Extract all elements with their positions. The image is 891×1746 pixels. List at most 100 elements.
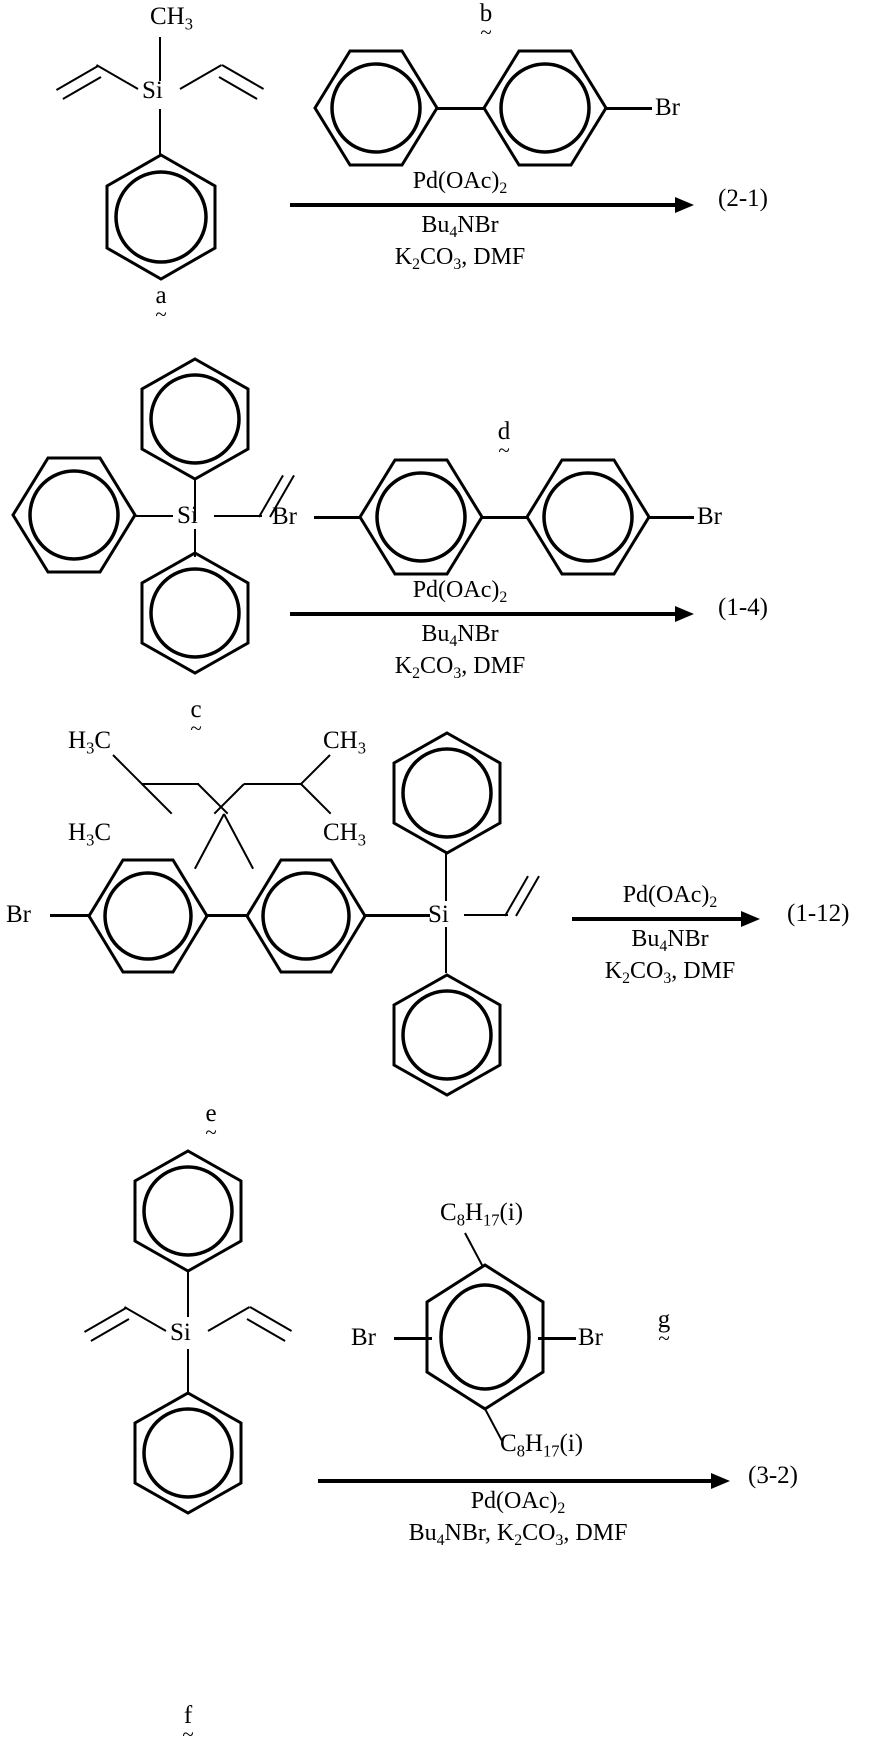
label-tilde: ~	[155, 302, 167, 326]
bond-vinyl-left-double-b	[90, 1318, 130, 1342]
bond-si-phenyl-top	[445, 853, 447, 901]
bond-isobutyl-left-b	[142, 783, 199, 785]
bond-si-vinyl	[464, 914, 508, 916]
benzene-ring	[423, 1262, 547, 1412]
compound-label-d: d ~	[484, 419, 524, 462]
compound-label-a: a ~	[141, 283, 181, 326]
benzene-ring	[10, 455, 138, 575]
bond-biphenyl-link	[436, 107, 484, 110]
label-tilde: ~	[498, 438, 510, 462]
atom-label-si: Si	[428, 901, 449, 928]
benzene-ring	[524, 457, 652, 577]
bond-br-fluorene	[50, 914, 90, 917]
bond-fluorene-biaryl	[205, 914, 249, 917]
bond-br-ring	[314, 516, 360, 519]
bond-biphenyl-link	[481, 516, 527, 519]
bond-ring-br	[648, 516, 694, 519]
bond-vinyl-double-b	[515, 875, 540, 917]
compound-label-f: f ~	[168, 1703, 208, 1746]
atom-label-si: Si	[177, 502, 198, 529]
atom-label-ch3-upper-right: CH3	[323, 727, 366, 758]
label-tilde: ~	[480, 20, 492, 44]
benzene-ring	[312, 48, 440, 168]
label-tilde: ~	[182, 1722, 194, 1746]
atom-label-si: Si	[170, 1319, 191, 1346]
bond-vinyl-left-double-a	[83, 1307, 127, 1333]
bond-si-vinyl-left	[123, 1306, 167, 1332]
scheme-1-12: H3C H3C CH3 CH3	[0, 710, 891, 1150]
bond-vinyl-left-double-a	[55, 65, 99, 91]
conditions-above-arrow: Pd(OAc)2	[412, 577, 508, 607]
conditions-below-arrow-line2: K2CO3, DMF	[394, 653, 526, 683]
equation-number: (1-4)	[718, 594, 768, 621]
conditions-below-arrow-line2: K2CO3, DMF	[394, 244, 526, 274]
bond-si-phenyl	[159, 109, 161, 155]
label-tilde: ~	[205, 1120, 217, 1144]
bond-isobutyl-left-d	[197, 783, 229, 815]
benzene-ring	[101, 152, 221, 282]
scheme-1-4: Si c ~	[0, 320, 891, 739]
atom-label-br: Br	[272, 503, 297, 530]
bond-phenyl-si-bottom	[187, 1349, 189, 1395]
label-tilde: ~	[658, 1326, 670, 1350]
scheme-3-2: Si f ~ C	[0, 1140, 891, 1745]
atom-label-ch3-lower-right: CH3	[323, 819, 366, 850]
atom-label-h3c-upper-left: H3C	[68, 727, 111, 758]
bond-br-ring-right	[538, 1337, 576, 1340]
bond-isobutyl-right-c	[300, 783, 332, 815]
bond-vinyl-left-double-b	[62, 76, 102, 100]
bond-vinyl-right-double-a	[221, 64, 265, 90]
atom-label-br: Br	[655, 94, 680, 121]
benzene-ring	[135, 356, 255, 482]
atom-label-br: Br	[351, 1324, 376, 1351]
bond-si-vinyl-right	[207, 1306, 251, 1332]
bond-vinyl-right-double-b	[246, 1318, 286, 1342]
compound-label-e: e ~	[191, 1101, 231, 1144]
benzene-ring	[481, 48, 609, 168]
bond-si-vinyl	[214, 515, 262, 517]
bond-si-vinyl-left-1	[95, 64, 139, 90]
benzene-ring	[244, 857, 368, 975]
benzene-ring	[135, 550, 255, 676]
atom-label-br: Br	[578, 1324, 603, 1351]
bond-isobutyl-right-d	[213, 783, 245, 815]
conditions-below-arrow-line2: K2CO3, DMF	[604, 958, 736, 988]
atom-label-si: Si	[142, 77, 163, 104]
bond-ch3-si	[159, 37, 161, 81]
bond-phenyl-si-top	[187, 1271, 189, 1317]
benzene-ring	[86, 857, 210, 975]
benzene-ring	[128, 1148, 248, 1274]
bond-isobutyl-right-a	[299, 754, 331, 786]
bond-fluorene-si	[364, 914, 430, 917]
bond-br-ring-left	[394, 1337, 432, 1340]
bond-vinyl-right-double-a	[249, 1306, 293, 1332]
equation-number: (2-1)	[718, 185, 768, 212]
bond-isobutyl-left-a	[112, 754, 144, 786]
conditions-below-arrow-line1: Pd(OAc)2	[470, 1488, 566, 1518]
atom-label-ch3: CH3	[150, 3, 193, 34]
conditions-above-arrow: Pd(OAc)2	[412, 168, 508, 198]
bond-isobutyl-right-b	[244, 783, 301, 785]
conditions-below-arrow-line1: Bu4NBr	[421, 621, 499, 651]
atom-label-h3c-lower-left: H3C	[68, 819, 111, 850]
benzene-ring	[387, 730, 507, 856]
compound-label-b: b ~	[466, 1, 506, 44]
label-tilde: ~	[190, 716, 202, 740]
bond-ring-br	[604, 107, 652, 110]
conditions-below-arrow-line1: Bu4NBr	[631, 926, 709, 956]
conditions-below-arrow-line2: Bu4NBr, K2CO3, DMF	[408, 1520, 628, 1550]
bond-phenyl-si-left	[133, 515, 173, 517]
atom-label-octyl-top: C8H17(i)	[440, 1199, 524, 1230]
compound-label-c: c ~	[176, 697, 216, 740]
equation-number: (3-2)	[748, 1462, 798, 1489]
benzene-ring	[128, 1390, 248, 1516]
compound-label-g: g ~	[644, 1307, 684, 1350]
benzene-ring	[387, 972, 507, 1098]
bond-si-vinyl-right-1	[179, 64, 223, 90]
bond-phenyl-si-bottom	[194, 529, 196, 557]
atom-label-octyl-bottom: C8H17(i)	[500, 1430, 584, 1461]
atom-label-br: Br	[6, 901, 31, 928]
bond-isobutyl-left-c	[141, 783, 173, 815]
atom-label-br: Br	[697, 503, 722, 530]
